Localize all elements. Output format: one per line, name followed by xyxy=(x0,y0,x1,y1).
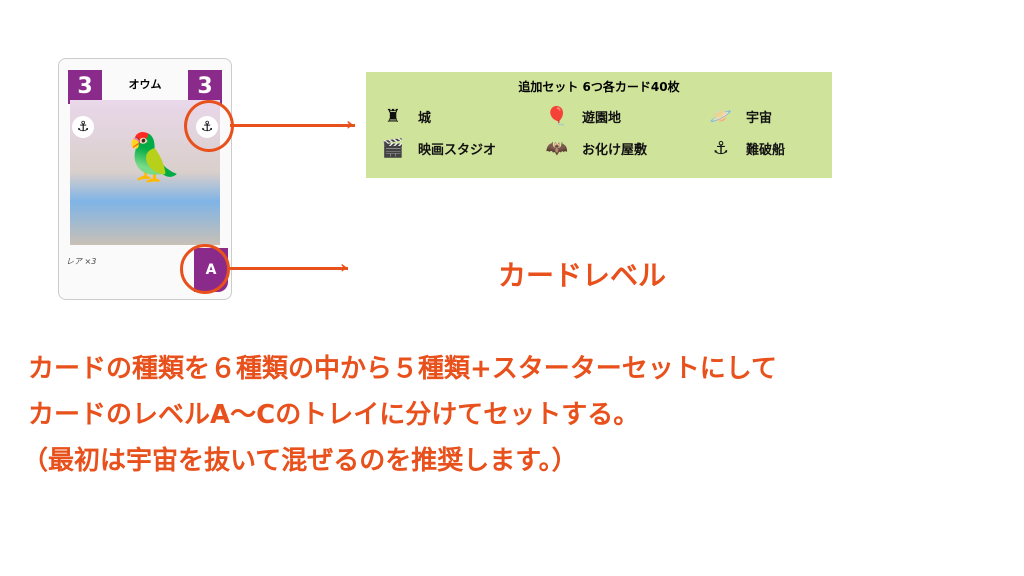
clapperboard-icon: 🎬 xyxy=(381,138,405,159)
arrow-line xyxy=(230,124,355,127)
anchor-icon: ⚓ xyxy=(72,116,94,138)
legend-item-amusement-park: 🎈遊園地 xyxy=(545,106,622,127)
anchor-icon: ⚓ xyxy=(712,138,730,159)
highlight-circle xyxy=(180,244,230,294)
legend-item-shipwreck: ⚓難破船 xyxy=(708,138,785,159)
card-rarity: レア ×3 xyxy=(66,257,97,266)
card-cost-right: 3 xyxy=(188,70,222,104)
expansion-legend: 追加セット 6つ各カード40枚 ♜城 🎈遊園地 🪐宇宙 🎬映画スタジオ 🦇お化け… xyxy=(366,72,832,178)
legend-item-space: 🪐宇宙 xyxy=(709,106,773,127)
instruction-line-3: （最初は宇宙を抜いて混ぜるのを推奨します。） xyxy=(22,446,578,476)
arrow-head-icon: › xyxy=(346,114,354,135)
legend-item-haunted-house: 🦇お化け屋敷 xyxy=(545,138,648,159)
planet-icon: 🪐 xyxy=(709,106,733,127)
legend-item-movie-studio: 🎬映画スタジオ xyxy=(381,138,497,159)
parrot-icon: 🦜 xyxy=(125,130,183,184)
highlight-circle xyxy=(184,100,234,152)
balloon-icon: 🎈 xyxy=(545,106,569,127)
instruction-line-2: カードのレベルA〜Cのトレイに分けてセットする。 xyxy=(28,400,640,430)
legend-title: 追加セット 6つ各カード40枚 xyxy=(518,80,680,94)
card-cost-left: 3 xyxy=(68,70,102,104)
arrow-line xyxy=(228,267,348,270)
arrow-head-icon: › xyxy=(340,257,348,278)
bat-icon: 🦇 xyxy=(545,138,569,159)
card-name: オウム xyxy=(128,78,162,91)
card-level-label: カードレベル xyxy=(498,259,667,292)
instruction-line-1: カードの種類を６種類の中から５種類+スターターセットにして xyxy=(28,354,778,384)
legend-item-castle: ♜城 xyxy=(380,106,431,127)
castle-icon: ♜ xyxy=(384,106,402,127)
